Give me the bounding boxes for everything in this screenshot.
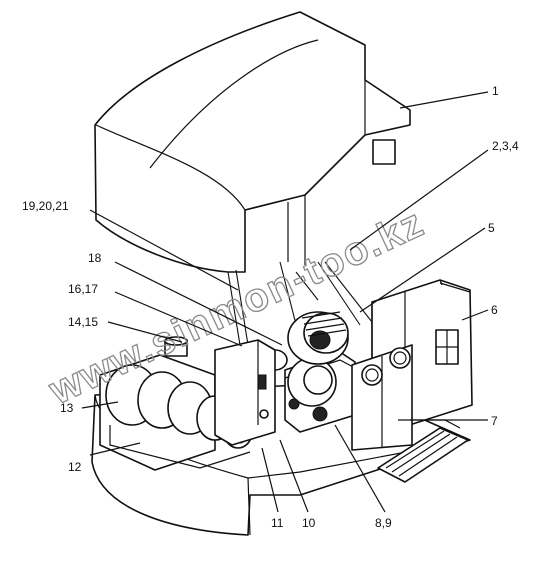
callout-6: 6 bbox=[491, 303, 498, 317]
motor-generator bbox=[99, 354, 253, 471]
leader-lines bbox=[81, 91, 489, 513]
callout-13: 13 bbox=[60, 401, 74, 415]
electrical-panel bbox=[351, 344, 413, 451]
callout-11: 11 bbox=[271, 516, 284, 530]
callout-12: 12 bbox=[68, 460, 82, 474]
callout-7: 7 bbox=[491, 414, 498, 428]
hood-cover bbox=[94, 11, 411, 273]
callout-2-3-4: 2,3,4 bbox=[492, 139, 519, 153]
callout-labels: 1 2,3,4 5 6 7 8,9 10 11 12 13 14,15 16,1… bbox=[22, 84, 519, 530]
callout-8-9: 8,9 bbox=[375, 516, 392, 530]
callout-18: 18 bbox=[88, 251, 102, 265]
callout-16-17: 16,17 bbox=[68, 282, 98, 296]
callout-10: 10 bbox=[302, 516, 316, 530]
brake-housing bbox=[214, 339, 276, 446]
callout-14-15: 14,15 bbox=[68, 315, 98, 329]
callout-1: 1 bbox=[492, 84, 499, 98]
callout-5: 5 bbox=[488, 221, 495, 235]
callout-19-20-21: 19,20,21 bbox=[22, 199, 69, 213]
